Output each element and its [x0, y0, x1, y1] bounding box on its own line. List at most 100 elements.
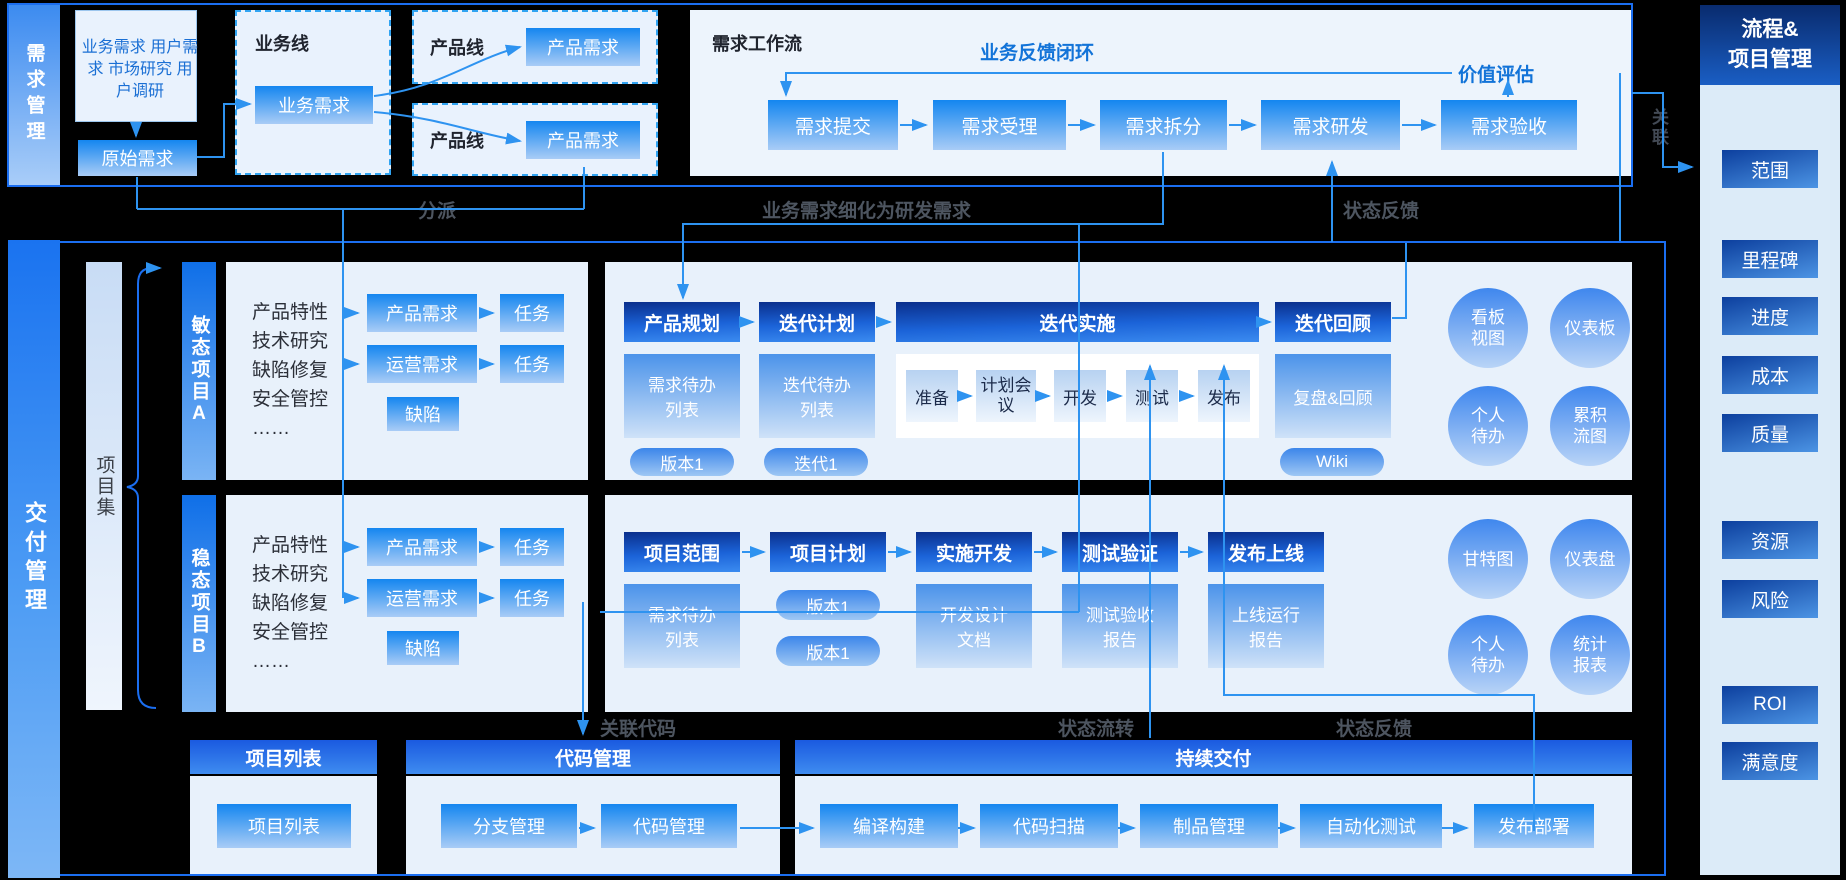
automated-test-node[interactable]: 自动化测试 — [1300, 804, 1442, 848]
rail-agile-project-a: 敏态项目A — [182, 262, 216, 480]
agile-stage-iteration-planning[interactable]: 迭代计划 — [759, 302, 875, 342]
iteration-step-develop[interactable]: 开发 — [1054, 370, 1106, 422]
artifact-mgmt-node[interactable]: 制品管理 — [1140, 804, 1278, 848]
stable-workflow-panel: 项目范围 项目计划 实施开发 测试验证 发布上线 需求待办 列表 版本1 版本1… — [605, 495, 1632, 712]
release-deploy-node[interactable]: 发布部署 — [1474, 804, 1594, 848]
continuous-delivery-panel-header: 持续交付 — [795, 740, 1632, 774]
project-list-panel-body: 项目列表 — [190, 776, 377, 876]
sidebar-item-progress[interactable]: 进度 — [1722, 297, 1818, 335]
product-requirement-node-2[interactable]: 产品需求 — [526, 121, 640, 159]
stable-stage-release-launch[interactable]: 发布上线 — [1208, 532, 1324, 572]
agile-version-pill[interactable]: 版本1 — [630, 448, 734, 476]
stable-stage-implementation[interactable]: 实施开发 — [916, 532, 1032, 572]
stable-defect-node[interactable]: 缺陷 — [387, 631, 459, 665]
rail-requirements-management: 需求管理 — [8, 5, 60, 185]
product-line-panel-2: 产品线 产品需求 — [412, 103, 658, 176]
business-feedback-loop-label: 业务反馈闭环 — [980, 43, 1095, 64]
workflow-step-split[interactable]: 需求拆分 — [1100, 100, 1227, 150]
sidebar-header-process-project-mgmt: 流程& 项目管理 — [1700, 5, 1840, 85]
sidebar-item-resources[interactable]: 资源 — [1722, 521, 1818, 559]
refine-label: 业务需求细化为研发需求 — [762, 201, 972, 222]
continuous-delivery-panel-body: 编译构建 代码扫描 制品管理 自动化测试 发布部署 — [795, 776, 1632, 876]
status-feedback-top-label: 状态反馈 — [1343, 201, 1420, 222]
code-mgmt-node[interactable]: 代码管理 — [601, 804, 737, 848]
agile-wiki-pill[interactable]: Wiki — [1280, 448, 1384, 476]
agile-kanban-view-circle[interactable]: 看板 视图 — [1448, 288, 1528, 368]
agile-retrospective[interactable]: 复盘&回顾 — [1275, 354, 1391, 438]
workflow-step-submit[interactable]: 需求提交 — [768, 100, 898, 150]
stable-requirement-backlog[interactable]: 需求待办 列表 — [624, 584, 740, 668]
branch-mgmt-node[interactable]: 分支管理 — [441, 804, 577, 848]
stable-version-pill-1[interactable]: 版本1 — [776, 590, 880, 620]
agile-stage-iteration-execution[interactable]: 迭代实施 — [896, 302, 1259, 342]
iteration-step-prepare[interactable]: 准备 — [906, 370, 958, 422]
workflow-step-acceptance[interactable]: 需求验收 — [1441, 100, 1577, 150]
stable-stage-test-verify[interactable]: 测试验证 — [1062, 532, 1178, 572]
agile-task-node-2[interactable]: 任务 — [500, 345, 564, 383]
product-line-2-title: 产品线 — [430, 131, 484, 151]
workflow-step-develop[interactable]: 需求研发 — [1261, 100, 1400, 150]
agile-workflow-panel: 产品规划 迭代计划 迭代实施 迭代回顾 需求待办 列表 迭代待办 列表 准备 计… — [605, 262, 1632, 480]
project-list-panel-header: 项目列表 — [190, 740, 377, 774]
requirement-sources-text: 业务需求 用户需求 市场研究 用户调研 — [81, 39, 199, 100]
code-scan-node[interactable]: 代码扫描 — [980, 804, 1118, 848]
agile-product-req-node[interactable]: 产品需求 — [367, 294, 477, 332]
stable-test-report[interactable]: 测试验收 报告 — [1062, 584, 1178, 668]
stable-dashboard-circle[interactable]: 仪表盘 — [1550, 519, 1630, 599]
requirement-workflow-panel: 需求工作流 业务反馈闭环 价值评估 需求提交 需求受理 需求拆分 需求研发 需求… — [690, 10, 1632, 176]
portfolio-brace — [126, 262, 162, 709]
product-line-panel-1: 产品线 产品需求 — [412, 10, 658, 84]
stable-personal-todo-circle[interactable]: 个人 待办 — [1448, 615, 1528, 695]
status-feedback-bottom-label: 状态反馈 — [1336, 719, 1413, 740]
agile-stage-iteration-review[interactable]: 迭代回顾 — [1275, 302, 1391, 342]
status-flow-label: 状态流转 — [1058, 719, 1135, 740]
project-list-node[interactable]: 项目列表 — [217, 804, 351, 848]
agile-iteration-backlog[interactable]: 迭代待办 列表 — [759, 354, 875, 438]
iteration-step-release[interactable]: 发布 — [1198, 370, 1250, 422]
sidebar-item-scope[interactable]: 范围 — [1722, 150, 1818, 188]
iteration-step-planning-meeting[interactable]: 计划会 议 — [976, 370, 1036, 422]
business-requirement-node[interactable]: 业务需求 — [255, 86, 373, 124]
stable-gantt-circle[interactable]: 甘特图 — [1448, 519, 1528, 599]
agile-dashboard-circle[interactable]: 仪表板 — [1550, 288, 1630, 368]
sidebar-item-cost[interactable]: 成本 — [1722, 356, 1818, 394]
agile-cumulative-flow-circle[interactable]: 累积 流图 — [1550, 386, 1630, 466]
iteration-step-test[interactable]: 测试 — [1126, 370, 1178, 422]
stable-stage-project-plan[interactable]: 项目计划 — [770, 532, 886, 572]
compile-build-node[interactable]: 编译构建 — [820, 804, 958, 848]
dispatch-label: 分派 — [418, 201, 457, 222]
sidebar-item-risk[interactable]: 风险 — [1722, 580, 1818, 618]
agile-iteration-pill[interactable]: 迭代1 — [764, 448, 868, 476]
business-line-title: 业务线 — [255, 34, 309, 54]
agile-stage-product-planning[interactable]: 产品规划 — [624, 302, 740, 342]
code-mgmt-panel-header: 代码管理 — [406, 740, 780, 774]
link-code-label: 关联代码 — [600, 719, 677, 740]
requirement-workflow-title: 需求工作流 — [712, 34, 802, 54]
project-portfolio-label: 项目集 — [93, 454, 115, 518]
stable-run-report[interactable]: 上线运行 报告 — [1208, 584, 1324, 668]
stable-ops-req-node[interactable]: 运营需求 — [367, 579, 477, 617]
stable-stage-project-scope[interactable]: 项目范围 — [624, 532, 740, 572]
agile-personal-todo-circle[interactable]: 个人 待办 — [1448, 386, 1528, 466]
code-mgmt-panel-body: 分支管理 代码管理 — [406, 776, 780, 876]
agile-requirement-backlog[interactable]: 需求待办 列表 — [624, 354, 740, 438]
stable-task-node-2[interactable]: 任务 — [500, 579, 564, 617]
value-evaluation-label: 价值评估 — [1458, 65, 1535, 86]
raw-requirement-node[interactable]: 原始需求 — [78, 140, 197, 176]
agile-ops-req-node[interactable]: 运营需求 — [367, 345, 477, 383]
stable-version-pill-2[interactable]: 版本1 — [776, 636, 880, 666]
sidebar-item-quality[interactable]: 质量 — [1722, 414, 1818, 452]
agile-task-node-1[interactable]: 任务 — [500, 294, 564, 332]
workflow-step-accept[interactable]: 需求受理 — [933, 100, 1066, 150]
stable-task-node-1[interactable]: 任务 — [500, 528, 564, 566]
rail-delivery-management: 交付管理 — [8, 240, 60, 878]
sidebar-item-milestone[interactable]: 里程碑 — [1722, 240, 1818, 278]
stable-design-doc[interactable]: 开发设计 文档 — [916, 584, 1032, 668]
sidebar-item-satisfaction[interactable]: 满意度 — [1722, 742, 1818, 780]
product-requirement-node-1[interactable]: 产品需求 — [526, 28, 640, 66]
stable-product-req-node[interactable]: 产品需求 — [367, 528, 477, 566]
sidebar-item-roi[interactable]: ROI — [1722, 686, 1818, 724]
agile-defect-node[interactable]: 缺陷 — [387, 397, 459, 431]
stable-stats-report-circle[interactable]: 统计 报表 — [1550, 615, 1630, 695]
